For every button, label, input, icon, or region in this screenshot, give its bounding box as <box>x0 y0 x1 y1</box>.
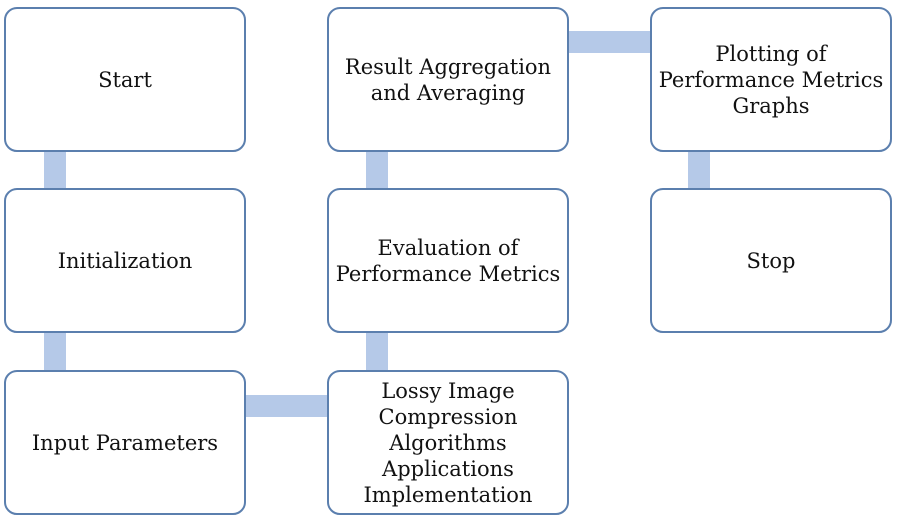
connector-initialization-input <box>44 332 66 371</box>
node-input-parameters-label: Input Parameters <box>31 430 219 455</box>
node-stop: Stop <box>650 188 892 333</box>
node-initialization: Initialization <box>4 188 246 333</box>
connector-input-lossy <box>246 395 328 417</box>
connector-start-initialization <box>44 151 66 189</box>
connector-lossy-evaluation <box>366 332 388 371</box>
node-aggregation: Result Aggregation and Averaging <box>327 7 569 152</box>
node-start-label: Start <box>98 67 152 92</box>
clipped-text-fragment <box>456 0 536 4</box>
node-aggregation-label: Result Aggregation and Averaging <box>344 54 552 105</box>
node-stop-label: Stop <box>746 248 796 273</box>
node-lossy-compression: Lossy Image Compression Algorithms Appli… <box>327 370 569 515</box>
node-start: Start <box>4 7 246 152</box>
node-initialization-label: Initialization <box>57 248 193 273</box>
connector-plotting-stop <box>688 151 710 189</box>
node-plotting-label: Plotting of Performance Metrics Graphs <box>658 41 884 118</box>
node-evaluation: Evaluation of Performance Metrics <box>327 188 569 333</box>
connector-aggregation-plotting <box>569 31 651 53</box>
node-lossy-compression-label: Lossy Image Compression Algorithms Appli… <box>363 378 533 507</box>
node-plotting: Plotting of Performance Metrics Graphs <box>650 7 892 152</box>
node-evaluation-label: Evaluation of Performance Metrics <box>335 235 561 286</box>
connector-evaluation-aggregation <box>366 151 388 189</box>
node-input-parameters: Input Parameters <box>4 370 246 515</box>
